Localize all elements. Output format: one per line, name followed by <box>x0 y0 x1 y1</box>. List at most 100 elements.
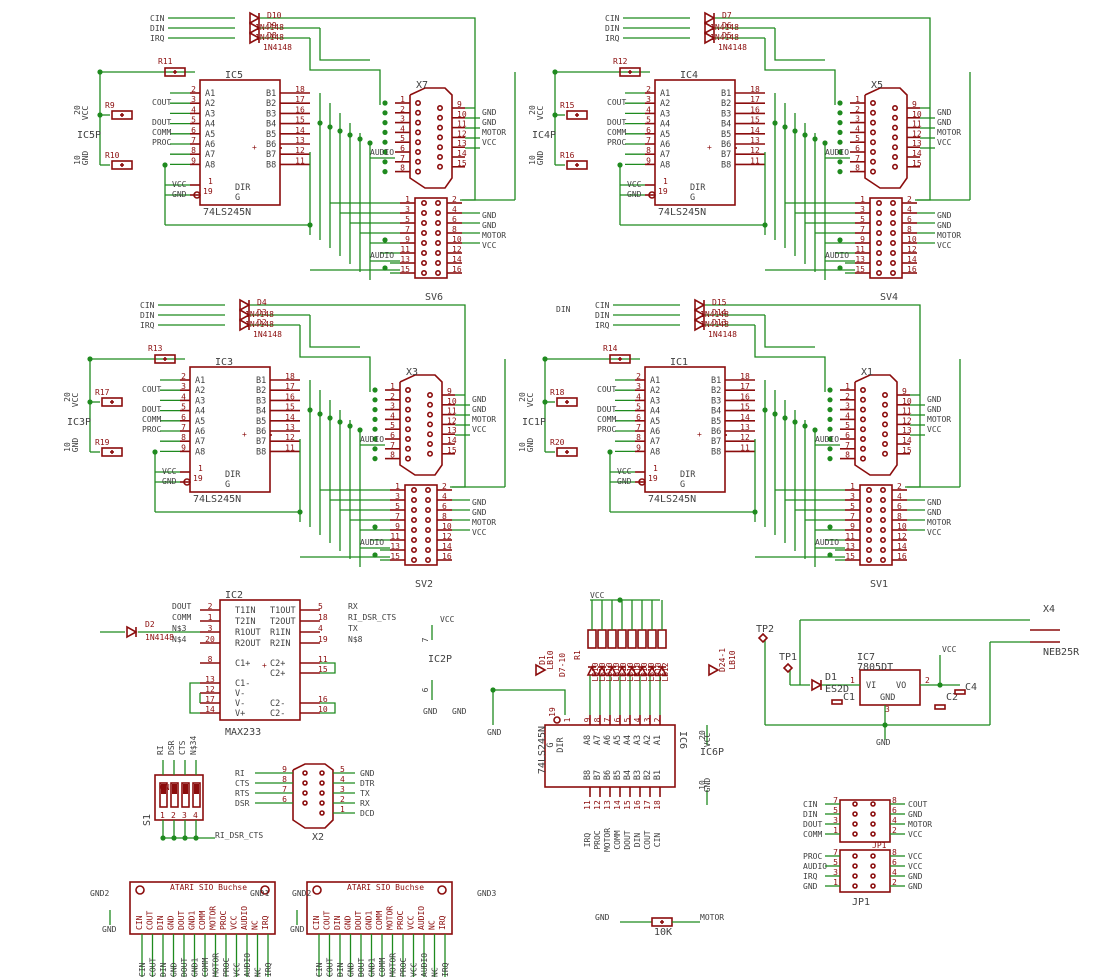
connector-ref: X4 <box>1043 604 1055 615</box>
net: AUDIO <box>803 862 827 871</box>
dsub-pin-num: 11 <box>457 120 467 129</box>
junction <box>347 132 353 138</box>
ic-pin-num: 6 <box>636 413 641 422</box>
pin-num: 13 <box>205 675 215 684</box>
pin-num: 4 <box>892 868 897 877</box>
sio-pin: PROC <box>396 911 405 930</box>
net-vcc: VCC <box>927 425 942 434</box>
net-label-irq: IRQ <box>595 321 610 330</box>
dip-switch-1 <box>159 782 168 808</box>
diode-a <box>704 11 716 25</box>
junction <box>97 69 103 75</box>
header-pin <box>865 507 872 514</box>
header-pin <box>865 556 872 563</box>
ic-pin-num: 16 <box>285 392 295 401</box>
ic-pin-num: 1 <box>198 464 203 473</box>
ic-pin-num: 3 <box>191 95 196 104</box>
jp-pin <box>870 863 876 869</box>
header-pin <box>875 240 882 247</box>
pin-num: 3 <box>833 868 838 877</box>
sio-title: ATARI SIO Buchse <box>170 883 247 892</box>
dsub-pin-num: 14 <box>912 149 922 158</box>
dip-net: RI <box>156 745 165 755</box>
net: DTR <box>360 779 375 788</box>
channel-ic3: CINDINIRQD4D3D21N41481N41481N4148R13R17R… <box>63 298 506 590</box>
ic-pin-name: A6 <box>650 427 660 437</box>
ic-pin-num: 16 <box>295 105 305 114</box>
diode-part: 1N4148 <box>253 330 282 339</box>
pin-num: 7 <box>421 637 430 642</box>
junction <box>827 387 833 393</box>
header-pin <box>420 269 427 276</box>
pin-name: T2OUT <box>270 617 296 627</box>
net: CIN <box>653 833 662 848</box>
jp-pin <box>870 853 876 859</box>
pin-num: 18 <box>653 800 662 810</box>
net-label-irq: IRQ <box>140 321 155 330</box>
header-pin <box>865 527 872 534</box>
dsub-pin-num: 15 <box>447 446 457 455</box>
junction <box>382 129 388 135</box>
jp-bottom-body <box>839 849 891 893</box>
net: PROC <box>593 830 602 849</box>
net-audio: AUDIO <box>370 148 394 157</box>
net: VCC <box>908 830 923 839</box>
dsub-ref: X1 <box>861 367 873 378</box>
junction <box>802 132 808 138</box>
jp-pin <box>852 811 858 817</box>
dsub-pin-num: 9 <box>457 100 462 109</box>
jp-pin <box>852 853 858 859</box>
ic-pin-name: B5 <box>711 417 721 427</box>
sio-net: IRQ <box>441 962 450 977</box>
net: VCC <box>908 862 923 871</box>
header-pin <box>875 220 882 227</box>
net-label-din-stray: DIN <box>556 305 571 314</box>
dsub-pin-num: 10 <box>447 397 457 406</box>
ic-pin-name: B8 <box>721 160 731 170</box>
sio-pin: COUT <box>146 911 155 930</box>
pin-num: 12 <box>205 685 215 694</box>
dsub-pin-num: 7 <box>400 154 405 163</box>
ic-pin-name: B6 <box>711 427 721 437</box>
ic-part: 7805DT <box>857 662 893 673</box>
dsub-pin-num: 7 <box>855 154 860 163</box>
diode-part: ES2D <box>825 684 849 695</box>
header-pin-num: 16 <box>897 552 907 561</box>
net-motor: MOTOR <box>700 913 724 922</box>
sio-socket-1: ATARI SIO BuchseCINCINCOUTCOUTDINDINGNDG… <box>90 881 276 977</box>
ic-pin-name: A4 <box>650 407 660 417</box>
ic-pin-num: 9 <box>636 443 641 452</box>
diode-b <box>694 308 706 322</box>
cap-ref: C1 <box>843 692 855 703</box>
net-audio: AUDIO <box>360 435 384 444</box>
pin-num: 20 <box>205 635 215 644</box>
dsub-pin <box>414 139 421 146</box>
dsub-pin <box>414 109 421 116</box>
tp-ref: TP2 <box>756 624 774 635</box>
net-label-din: DIN <box>140 311 155 320</box>
ic-pin-name: A8 <box>660 160 670 170</box>
dsub-pin <box>869 139 876 146</box>
junction <box>337 128 343 134</box>
ic-pin-g: G <box>225 480 230 490</box>
pin-num: 2 <box>892 826 897 835</box>
net-gnd: GND <box>482 108 497 117</box>
ic-center: + <box>242 430 247 439</box>
diode-ref: D14 <box>712 308 727 317</box>
dsub-pin <box>436 144 443 151</box>
pin-num: 7 <box>603 717 612 722</box>
junction <box>382 110 388 116</box>
dsub-pin-num: 5 <box>390 421 395 430</box>
pin-num: 7 <box>282 785 287 794</box>
sio-pin: MOTOR <box>209 906 218 930</box>
net-gnd: GND <box>703 778 712 793</box>
junction <box>357 427 363 433</box>
net-label-din: DIN <box>595 311 610 320</box>
pin-bubble <box>638 478 646 486</box>
pin-num: 3 <box>208 624 213 633</box>
resistor-ref: R10 <box>105 151 120 160</box>
resistor-bot <box>111 160 133 170</box>
header-pin <box>879 497 886 504</box>
led-ref: LB10 <box>598 662 607 681</box>
